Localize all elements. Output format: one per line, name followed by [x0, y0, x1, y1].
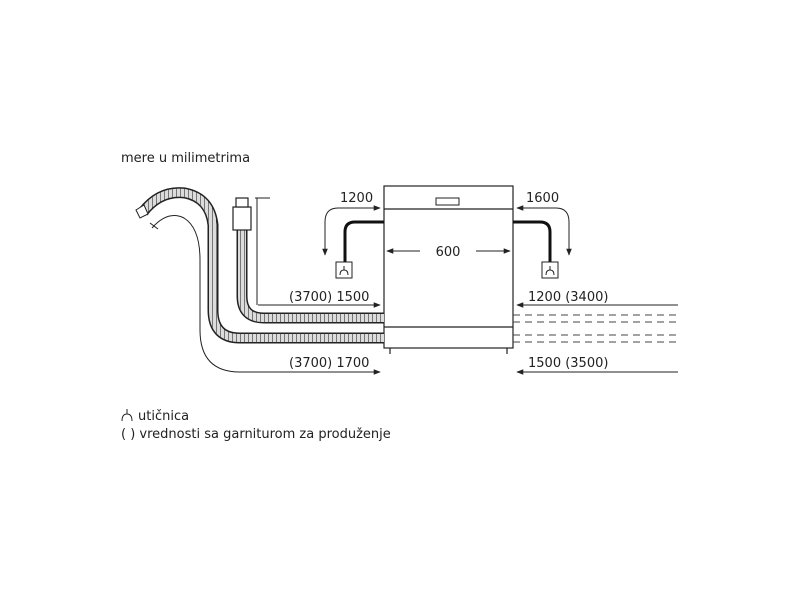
right-connection-pipe: [513, 220, 552, 262]
left-connection-pipe: [343, 220, 384, 262]
left-clearance-arrow: [322, 205, 381, 256]
width-label: 600: [436, 245, 461, 260]
left-upper-label: (3700) 1500: [289, 290, 369, 305]
legend-extension-symbol: ( ): [121, 427, 136, 442]
right-clearance-arrow: [516, 205, 572, 256]
left-clearance-label: 1200: [340, 191, 373, 206]
drain-hose-icon: [135, 187, 384, 344]
legend-extension-label: vrednosti sa garniturom za produženje: [139, 427, 391, 442]
inlet-hose-icon: [232, 197, 384, 324]
drain-tick: [149, 222, 159, 230]
right-hose-dashes: [513, 314, 678, 343]
legend-socket-label: utičnica: [138, 409, 190, 424]
legend-socket: utičnica: [121, 409, 189, 424]
legend-extension: ( ) vrednosti sa garniturom za produženj…: [121, 427, 391, 442]
socket-icon: [335, 261, 353, 279]
units-caption: mere u milimetrima: [121, 151, 250, 166]
right-clearance-label: 1600: [526, 191, 559, 206]
drain-reach-arc: [151, 215, 381, 375]
right-lower-label: 1500 (3500): [528, 356, 608, 371]
legend-socket-icon: [121, 409, 133, 422]
left-lower-label: (3700) 1700: [289, 356, 369, 371]
dishwasher-front-icon: [383, 185, 514, 354]
right-upper-label: 1200 (3400): [528, 290, 608, 305]
socket-icon: [541, 261, 559, 279]
